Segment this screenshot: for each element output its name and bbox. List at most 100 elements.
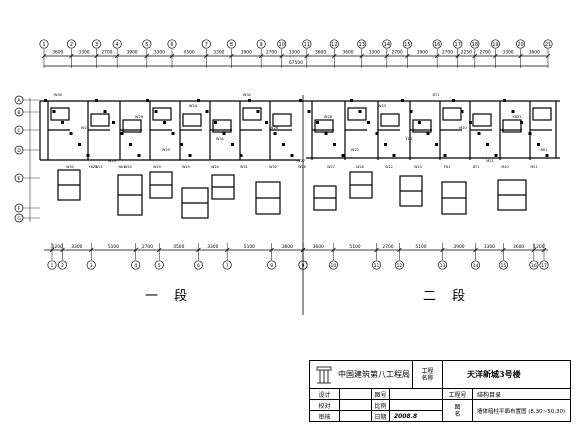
dim-tick-bottom <box>156 247 162 253</box>
wall-box <box>442 107 462 121</box>
wall-column <box>350 99 353 102</box>
dim-tick-top <box>434 53 440 59</box>
dim-tick-bottom <box>541 247 547 253</box>
axis-bubble-top <box>402 39 412 49</box>
top-dimension-text: 4500 <box>184 50 195 56</box>
axis-bubble-top <box>470 39 480 49</box>
wall-tag: BT1 <box>433 93 440 97</box>
axis-bubble-top <box>302 39 312 49</box>
wall-tag-lower: W32 <box>269 165 277 169</box>
bottom-dimension-text: 5100 <box>349 244 360 250</box>
axis-number-bottom: 12 <box>396 263 402 269</box>
wall-tag: M21 <box>486 159 494 163</box>
dim-tick-top <box>455 53 460 59</box>
bottom-dimension-text: 4500 <box>173 244 184 250</box>
axis-number-bottom: 1 <box>51 263 54 269</box>
wall-column <box>460 110 464 113</box>
axis-number-top: 1 <box>42 42 45 48</box>
wall-column <box>265 121 268 124</box>
dim-tick-top <box>545 53 551 59</box>
axis-bubble-top <box>490 39 500 49</box>
wall-column <box>299 99 302 102</box>
wall-column <box>418 121 421 124</box>
wall-column <box>528 132 532 135</box>
axis-bubble-bottom <box>154 260 164 270</box>
top-dimension-text: 3900 <box>417 50 428 56</box>
date-value: 2008.8 <box>390 411 443 421</box>
axis-bubble-bottom <box>222 260 232 270</box>
bottom-dimension-text: 5100 <box>244 244 255 250</box>
axis-bubble-bottom <box>47 260 57 270</box>
axis-bubble-top <box>516 39 526 49</box>
wall-column <box>171 132 175 135</box>
dim-tick-top <box>41 53 47 59</box>
axis-number-bottom: 4 <box>134 263 137 269</box>
wall-column <box>129 143 132 146</box>
top-dimension-text: 3600 <box>342 50 353 56</box>
bottom-dimension-text: 3600 <box>282 244 293 250</box>
wall-box <box>472 113 492 127</box>
axis-number-top: 21 <box>545 42 551 48</box>
axis-number-top: 16 <box>434 42 440 48</box>
axis-bubble-bottom <box>394 260 404 270</box>
top-dimension-text: 3600 <box>529 50 540 56</box>
dim-tick-bottom <box>49 247 55 253</box>
axis-bubble-bottom <box>267 260 277 270</box>
wall-box <box>532 107 552 121</box>
axis-bubble-bottom <box>193 260 203 270</box>
wall-column <box>282 143 285 146</box>
axis-bubble-bottom <box>529 260 539 270</box>
bottom-dimension-text: 3300 <box>484 244 495 250</box>
wall-tag: M20 <box>459 126 467 130</box>
wall-column <box>290 154 294 157</box>
axis-bubble-bottom <box>131 260 141 270</box>
wall-box <box>242 107 262 121</box>
check-key: 校对 <box>310 400 340 411</box>
wall-column <box>409 110 413 113</box>
wall-column <box>486 143 489 146</box>
top-dimension-text: 3900 <box>126 50 137 56</box>
project-name-value: 天洋新城3号楼 <box>443 361 570 389</box>
wall-tag-lower: W29 <box>153 165 161 169</box>
top-dimension-text: 3300 <box>154 50 165 56</box>
wall-tag-lower: W27 <box>327 165 335 169</box>
row-label: B <box>17 110 20 116</box>
axis-number-bottom: 2 <box>61 263 64 269</box>
axis-bubble-top <box>329 39 339 49</box>
wall-column <box>163 121 166 124</box>
wall-tag: W30 <box>54 93 63 97</box>
axis-number-top: 7 <box>205 42 208 48</box>
wall-tag: W23 <box>378 104 386 108</box>
axis-bubble-bottom <box>372 260 382 270</box>
company-logo-icon <box>316 366 332 383</box>
wall-tag-lower: W24 <box>211 165 219 169</box>
job-no-key: 工程号 <box>443 389 473 400</box>
axis-bubble-bottom <box>57 260 68 270</box>
axis-number-top: 9 <box>260 42 263 48</box>
dim-tick-top <box>493 53 498 59</box>
wall-column <box>401 99 404 102</box>
wall-column <box>239 154 243 157</box>
wall-box <box>412 119 432 133</box>
wall-tag-lower: W20 <box>124 165 132 169</box>
wall-column <box>477 132 481 135</box>
top-dimension-text: 3300 <box>213 50 224 56</box>
wall-column <box>511 110 515 113</box>
dim-tick-top <box>332 53 337 59</box>
wall-column <box>256 110 260 113</box>
drawing-no-key: 图号 <box>372 389 390 400</box>
wall-column <box>333 143 336 146</box>
axis-number-top: 20 <box>517 42 523 48</box>
wall-column <box>103 110 107 113</box>
wall-tag: W28 <box>324 115 333 119</box>
axis-bubble-top <box>92 39 102 49</box>
wall-tag: YBZ1 <box>512 115 521 119</box>
wall-tag: NK1 <box>540 148 547 152</box>
wall-box <box>182 113 202 127</box>
top-dimension-text: 3300 <box>78 50 89 56</box>
axis-bubble-top <box>39 39 49 49</box>
wall-column <box>316 121 319 124</box>
dim-tick-top <box>384 53 390 59</box>
bottom-dimension-text: 2700 <box>382 244 393 250</box>
